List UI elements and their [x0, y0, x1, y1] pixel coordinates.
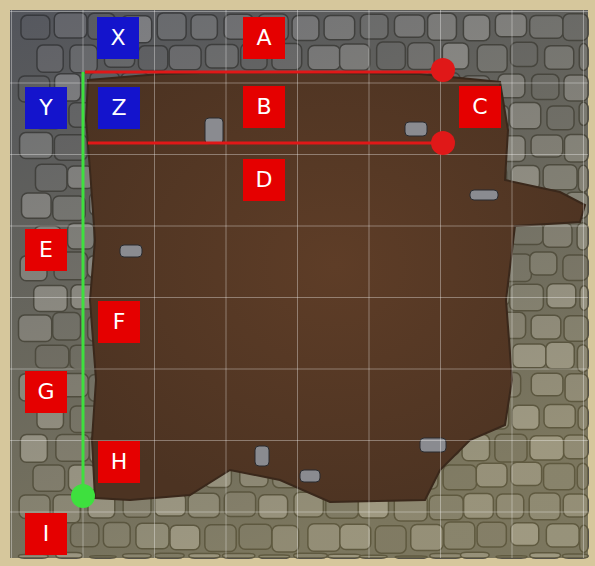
red-label-box: B: [243, 86, 285, 128]
map-label: Z: [111, 96, 126, 120]
grid: [10, 10, 588, 566]
red-line: [88, 142, 443, 145]
map-label: I: [43, 522, 50, 546]
grid-line: [10, 512, 588, 513]
grid-line: [154, 10, 155, 558]
grid-line: [297, 10, 298, 558]
red-dot: [431, 58, 455, 82]
map-label: A: [256, 26, 271, 50]
map-label: Y: [39, 96, 52, 120]
loose-stones: [120, 118, 498, 482]
blue-label-box: Z: [98, 87, 140, 129]
green-dot: [71, 484, 95, 508]
grid-line: [10, 154, 588, 155]
stone-floor: [10, 10, 588, 558]
grid-line: [440, 10, 441, 558]
grid-line: [512, 10, 513, 558]
grid-line: [10, 440, 588, 441]
red-dot: [431, 131, 455, 155]
red-label-box: C: [459, 86, 501, 128]
green-line: [82, 72, 85, 496]
blue-label-box: X: [97, 17, 139, 59]
stone: [255, 446, 269, 466]
dirt-floor: [86, 72, 585, 502]
map-label: C: [472, 95, 487, 119]
map-label: G: [37, 380, 54, 404]
map-label: B: [256, 95, 271, 119]
grid-line: [10, 83, 588, 84]
grid-line: [10, 11, 588, 12]
grid-line: [11, 10, 12, 558]
grid-line: [10, 297, 588, 298]
red-line: [85, 71, 443, 74]
red-label-box: I: [25, 513, 67, 555]
red-label-box: A: [243, 17, 285, 59]
grid-line: [10, 369, 588, 370]
grid-line: [226, 10, 227, 558]
map-label: X: [110, 26, 125, 50]
stone: [405, 122, 427, 136]
grid-line: [369, 10, 370, 558]
grid-line: [583, 10, 584, 558]
stone: [470, 190, 498, 200]
red-label-box: F: [98, 301, 140, 343]
map-label: E: [39, 238, 53, 262]
map-label: D: [256, 168, 273, 192]
tint: [10, 10, 588, 558]
grid-line: [10, 226, 588, 227]
stone: [205, 118, 223, 144]
stone: [120, 245, 142, 257]
red-label-box: D: [243, 159, 285, 201]
red-label-box: H: [98, 441, 140, 483]
red-label-box: G: [25, 371, 67, 413]
map-label: H: [111, 450, 128, 474]
map-label: F: [113, 310, 126, 334]
stone: [300, 470, 320, 482]
red-label-box: E: [25, 229, 67, 271]
grid-line: [83, 10, 84, 558]
blue-label-box: Y: [25, 87, 67, 129]
